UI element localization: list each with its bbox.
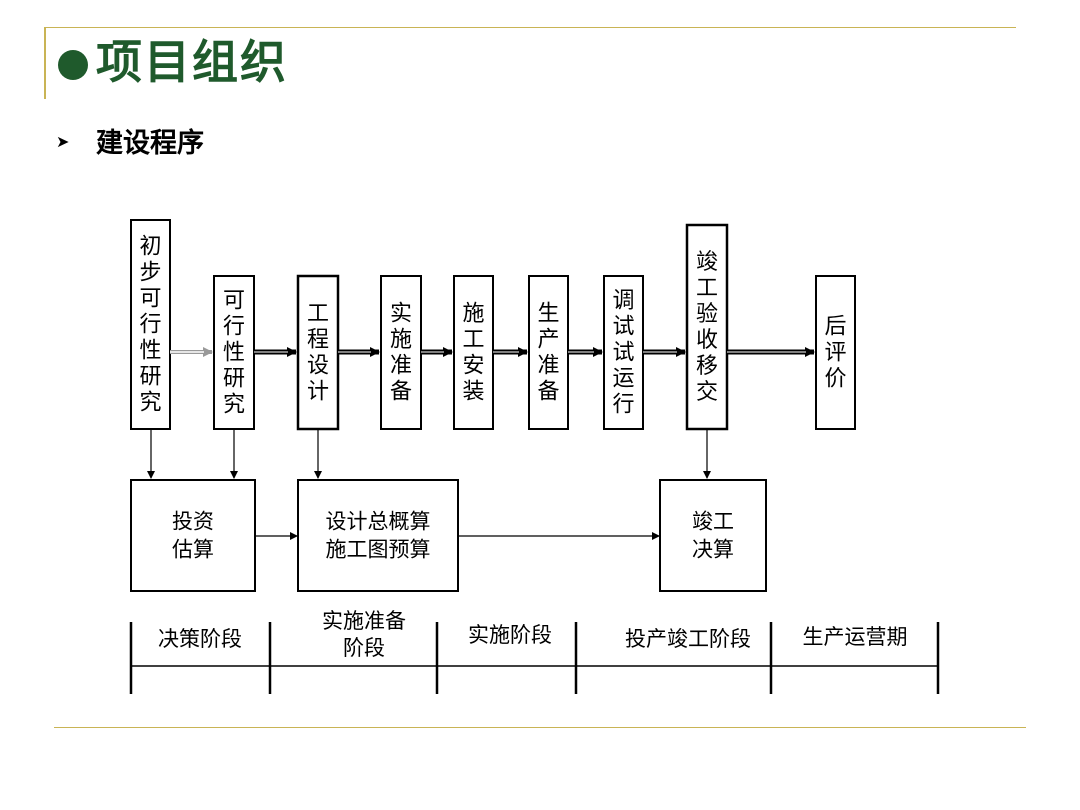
step-label: 工程设计	[307, 302, 329, 405]
phase-label-p2: 实施准备阶段	[322, 609, 406, 660]
step-label: 初步可行性研究	[139, 235, 161, 416]
step-label: 生产准备	[537, 302, 559, 405]
title-left-rule	[44, 27, 46, 99]
step-box-s6: 生产准备	[528, 275, 569, 430]
subtitle: 建设程序	[96, 128, 204, 159]
estimate-label: 竣工决算	[692, 510, 734, 562]
step-label: 实施准备	[390, 302, 412, 405]
step-box-s9: 后评价	[815, 275, 856, 430]
step-box-s8: 竣工验收移交	[685, 223, 729, 431]
phase-label-p3: 实施阶段	[468, 623, 552, 647]
estimate-box-e1: 投资估算	[130, 479, 256, 592]
estimate-box-e3: 竣工决算	[659, 479, 767, 592]
estimate-label: 投资估算	[172, 510, 214, 562]
connectors	[147, 347, 815, 540]
step-box-s7: 调试试运行	[603, 275, 644, 430]
footer-rule	[54, 727, 1026, 728]
estimate-box-e2: 设计总概算施工图预算	[297, 479, 459, 592]
step-label: 调试试运行	[612, 289, 634, 418]
estimate-label: 设计总概算施工图预算	[326, 510, 431, 562]
title-area: 项目组织	[0, 0, 1080, 110]
step-label: 后评价	[824, 315, 846, 392]
bullet-dot-icon	[58, 50, 88, 80]
step-box-s1: 初步可行性研究	[130, 219, 171, 430]
page-title: 项目组织	[96, 35, 288, 89]
step-label: 施工安装	[462, 302, 484, 405]
phase-timeline: 决策阶段 实施准备阶段 实施阶段 投产竣工阶段 生产运营期	[129, 609, 940, 694]
step-label: 竣工验收移交	[696, 250, 718, 405]
step-box-s5: 施工安装	[453, 275, 494, 430]
phase-label-p1: 决策阶段	[158, 627, 242, 651]
step-label: 可行性研究	[223, 289, 245, 418]
title-top-rule	[44, 27, 1016, 28]
chevron-right-icon: ➤	[56, 132, 70, 151]
step-box-s2: 可行性研究	[213, 275, 255, 430]
step-box-s4: 实施准备	[380, 275, 422, 430]
phase-label-p4: 投产竣工阶段	[625, 627, 751, 651]
phase-label-p5: 生产运营期	[803, 625, 908, 649]
step-box-s3: 工程设计	[296, 274, 340, 431]
